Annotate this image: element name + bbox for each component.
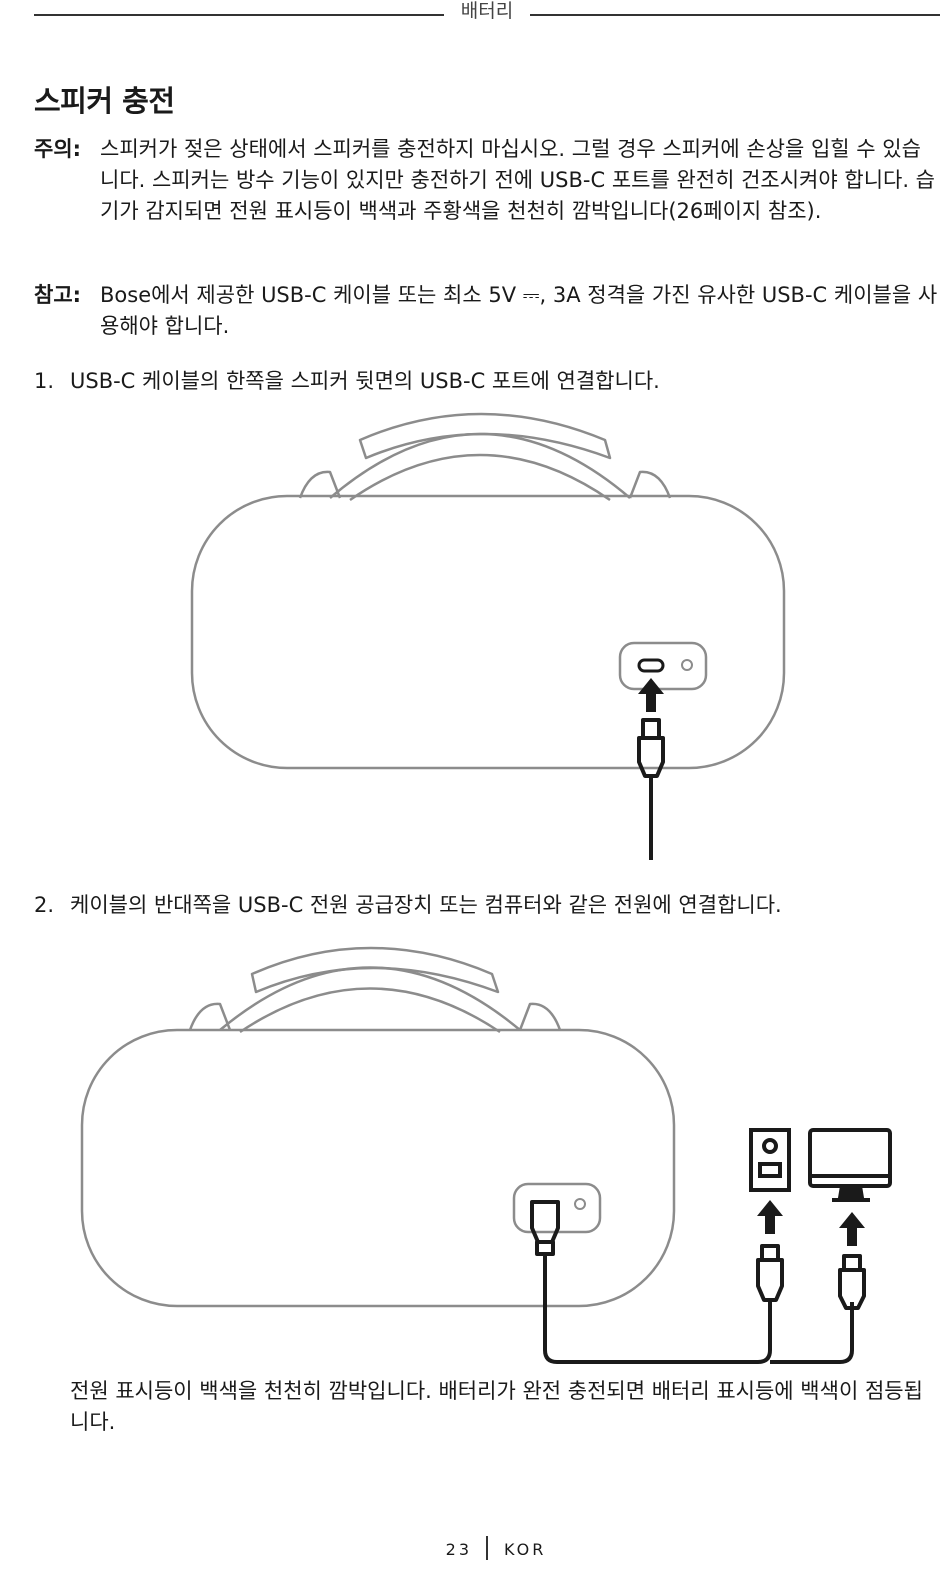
step-2-text: 케이블의 반대쪽을 USB-C 전원 공급장치 또는 컴퓨터와 같은 전원에 연… (70, 893, 782, 917)
step-2-number: 2. (34, 893, 55, 917)
usb-c-port-icon (618, 641, 708, 691)
speaker-charging-illustration (80, 946, 892, 1364)
note-label: 참고: (34, 283, 82, 307)
caution-label: 주의: (34, 137, 82, 161)
page-header: 배터리 (34, 0, 940, 30)
wall-adapter-icon (749, 1128, 791, 1192)
step-1-text: USB-C 케이블의 한쪽을 스피커 뒷면의 USB-C 포트에 연결합니다. (70, 369, 660, 393)
page-title: 스피커 충전 (34, 84, 175, 118)
header-rule-left (34, 14, 444, 16)
language-code: KOR (504, 1540, 547, 1559)
caution-text: 스피커가 젖은 상태에서 스피커를 충전하지 마십시오. 그럴 경우 스피커에 … (100, 137, 935, 223)
computer-monitor-icon (808, 1128, 892, 1202)
step-1-number: 1. (34, 369, 55, 393)
page-number: 23 (445, 1540, 472, 1559)
arrow-up-icon (757, 1200, 783, 1234)
arrow-up-icon (839, 1212, 865, 1246)
page-footer: 23 KOR (0, 1536, 950, 1566)
header-section-title: 배터리 (460, 0, 514, 22)
usb-c-plug-icon (637, 718, 665, 860)
result-text: 전원 표시등이 백색을 천천히 깜박입니다. 배터리가 완전 충전되면 배터리 … (70, 1379, 923, 1434)
note-text: Bose에서 제공한 USB-C 케이블 또는 최소 5V ⎓, 3A 정격을 … (100, 283, 938, 338)
footer-separator (486, 1536, 488, 1560)
speaker-back-illustration (190, 412, 786, 860)
arrow-up-icon (638, 678, 664, 712)
header-rule-right (530, 14, 940, 16)
